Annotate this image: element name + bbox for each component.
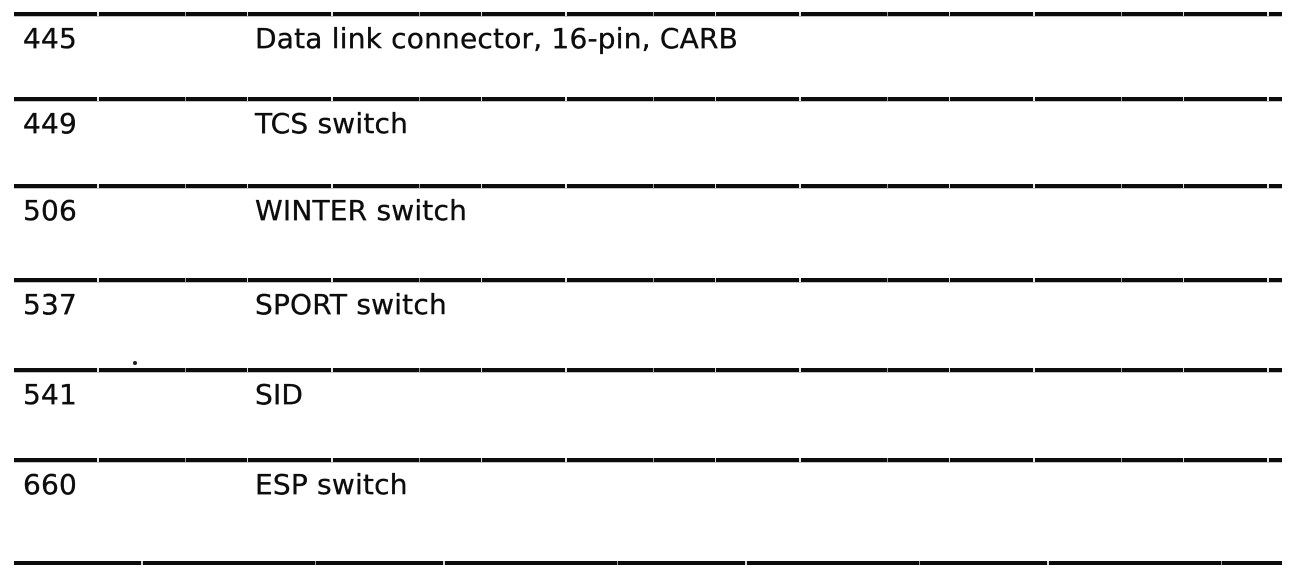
component-description: SPORT switch bbox=[255, 288, 447, 321]
component-description: WINTER switch bbox=[255, 194, 468, 227]
component-code: 506 bbox=[23, 194, 78, 227]
table-row: 445 Data link connector, 16-pin, CARB bbox=[14, 12, 1282, 97]
table-row: 660 ESP switch bbox=[14, 458, 1282, 565]
component-code: 541 bbox=[23, 378, 78, 411]
scanned-document-page: 445 Data link connector, 16-pin, CARB 44… bbox=[0, 12, 1312, 588]
component-code: 660 bbox=[23, 468, 78, 501]
table-row: 541 SID bbox=[14, 368, 1282, 458]
component-description: Data link connector, 16-pin, CARB bbox=[255, 22, 739, 55]
table-row: 449 TCS switch bbox=[14, 97, 1282, 184]
component-description: SID bbox=[255, 378, 304, 411]
component-code: 449 bbox=[23, 107, 78, 140]
component-table: 445 Data link connector, 16-pin, CARB 44… bbox=[14, 12, 1282, 565]
component-description: TCS switch bbox=[255, 107, 409, 140]
component-code: 445 bbox=[23, 22, 78, 55]
scan-speck-artifact bbox=[133, 361, 137, 365]
component-code: 537 bbox=[23, 288, 78, 321]
table-row: 506 WINTER switch bbox=[14, 184, 1282, 278]
component-description: ESP switch bbox=[255, 468, 408, 501]
table-row: 537 SPORT switch bbox=[14, 278, 1282, 368]
